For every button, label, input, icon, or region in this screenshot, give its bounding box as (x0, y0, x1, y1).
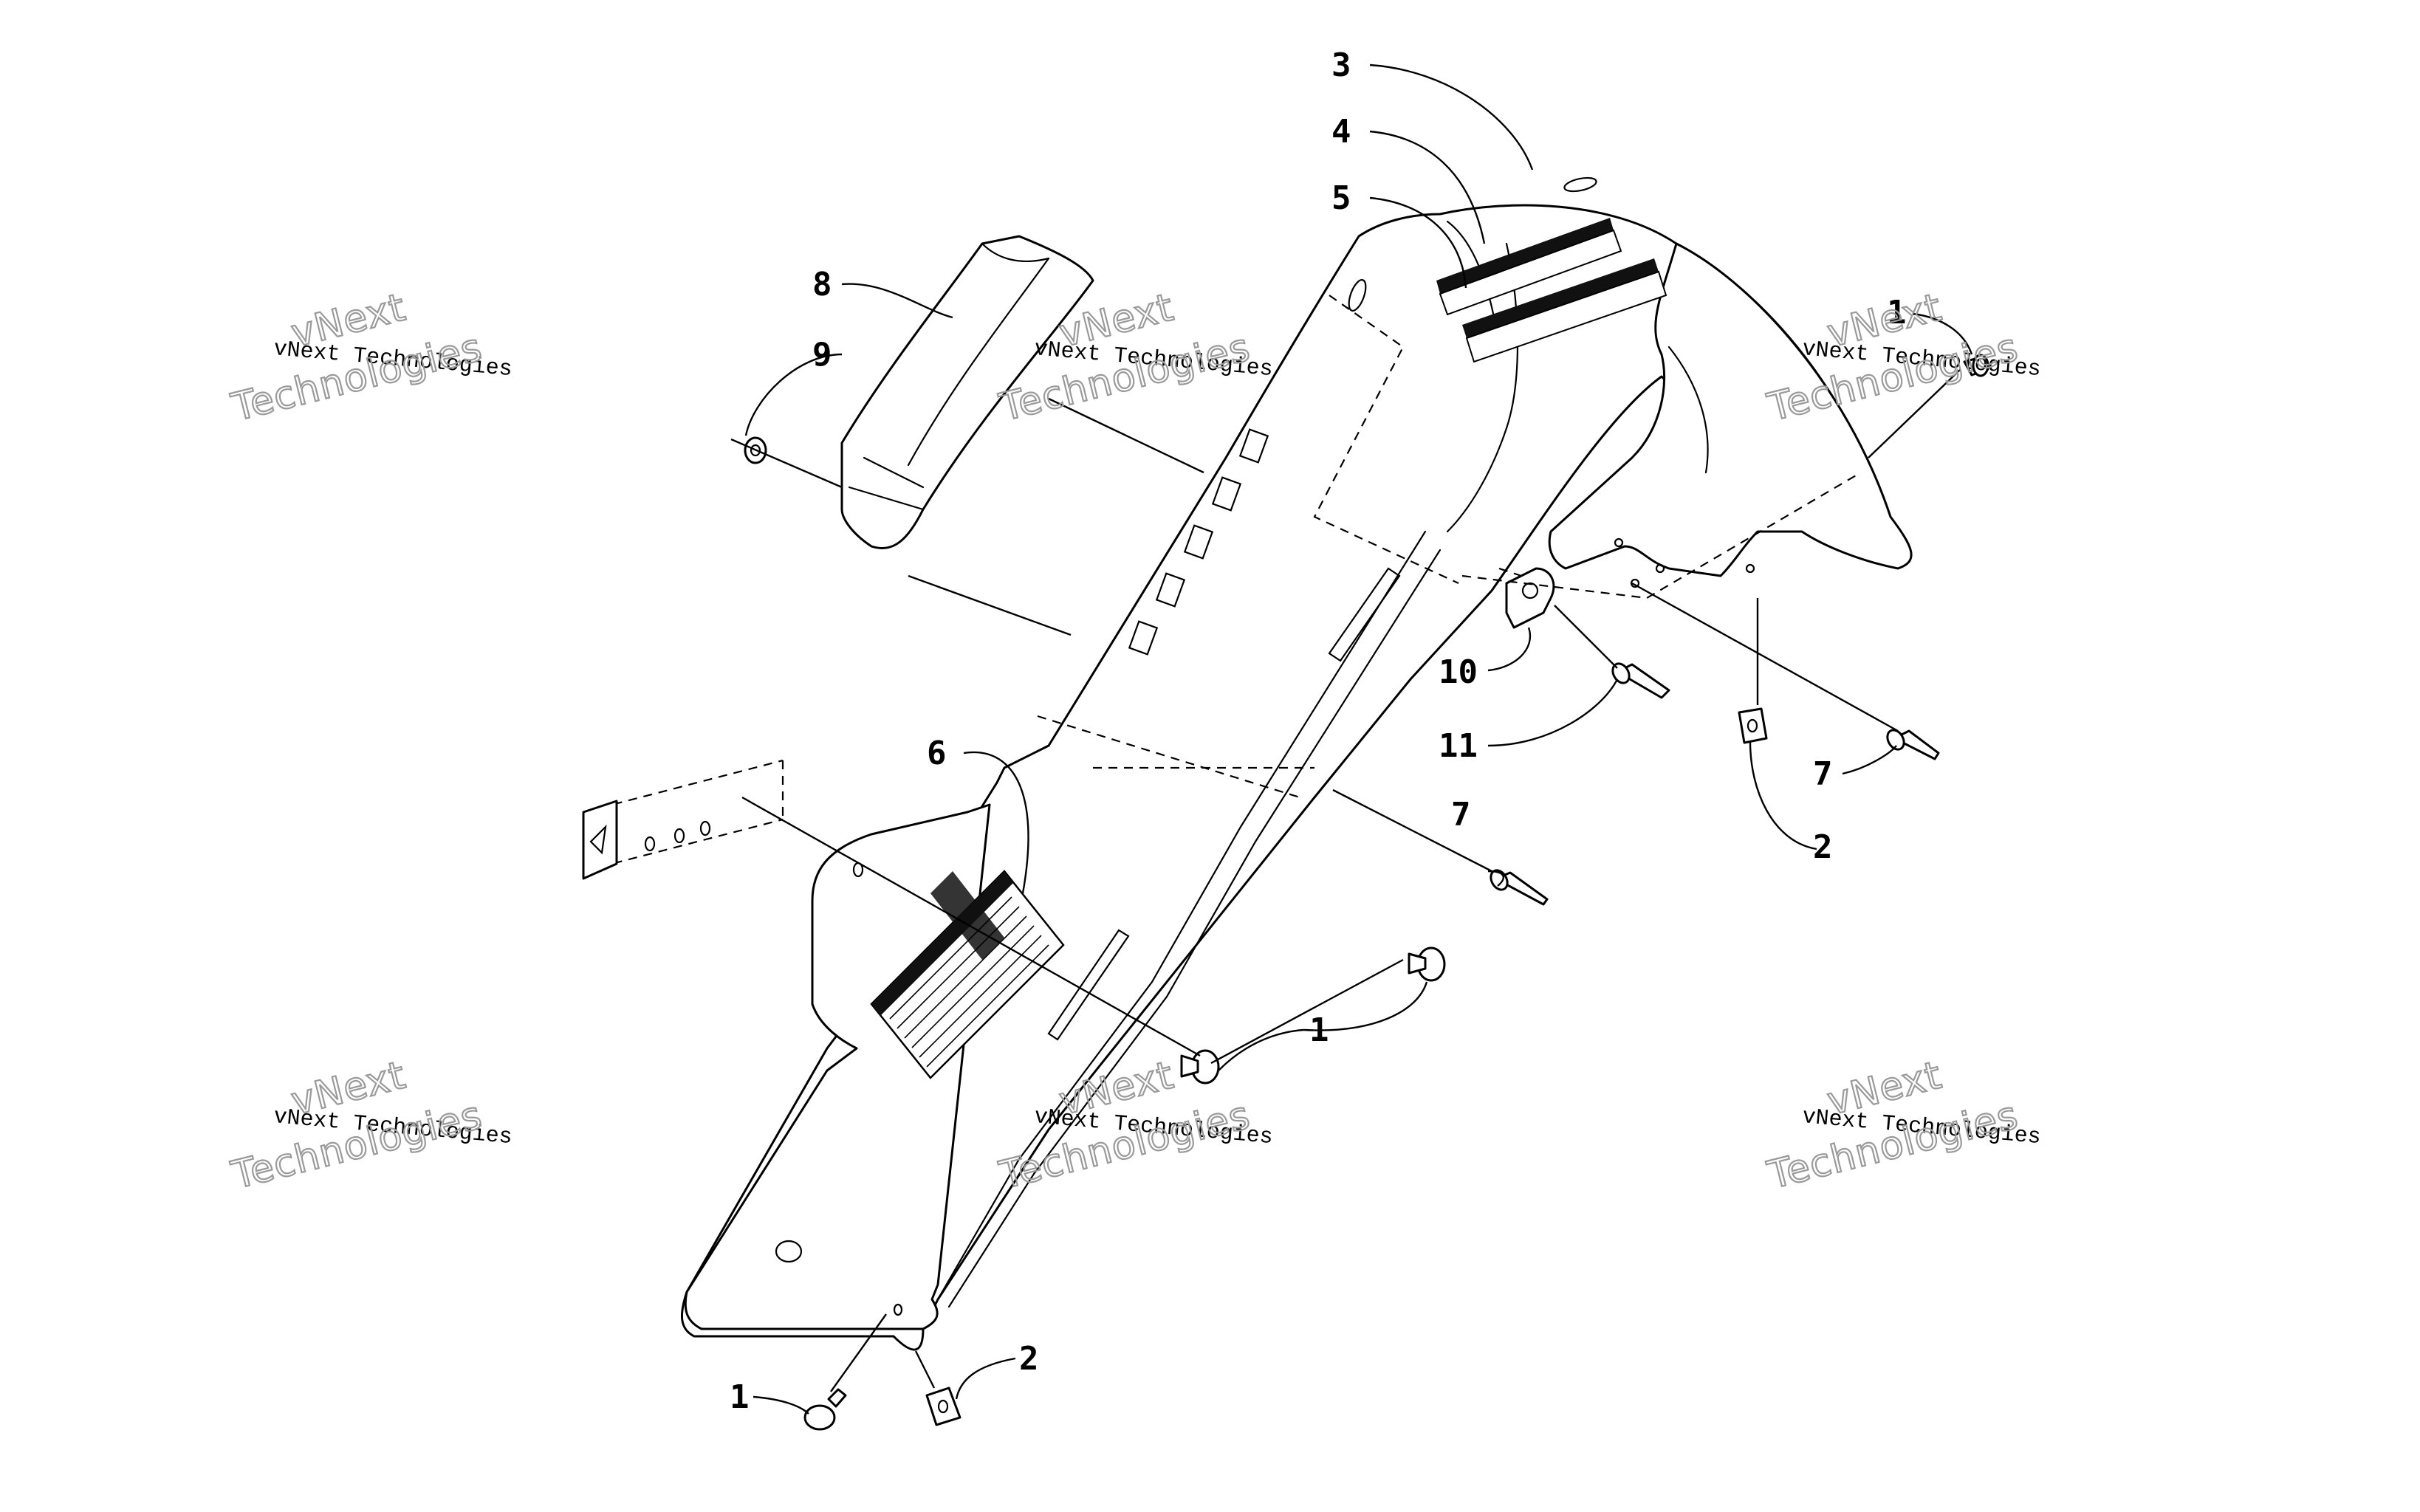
callout-4: 4 (1331, 113, 1351, 151)
callout-2-bottom: 2 (1019, 1340, 1039, 1378)
callout-7-middle: 7 (1451, 796, 1471, 834)
callout-5: 5 (1331, 179, 1351, 217)
callout-7-right: 7 (1813, 755, 1833, 793)
watermark-top-right: vNext Technologies vNext Technologies (1763, 284, 2042, 431)
watermark-bottom-right: vNext Technologies vNext Technologies (1763, 1052, 2042, 1199)
assembly-centerlines (730, 295, 1961, 1392)
callout-1-middle: 1 (1309, 1011, 1329, 1049)
callout-8: 8 (812, 266, 832, 303)
cushion-part-8 (840, 235, 1094, 550)
screw-part-1-middle-a (1408, 946, 1446, 982)
warning-decal-4 (1436, 218, 1622, 316)
fender-right-curl (1548, 242, 1913, 577)
guard-vent-slots (1128, 428, 1269, 656)
callout-1-top-right: 1 (1887, 294, 1907, 331)
callout-9: 9 (812, 336, 832, 374)
rivet-part-11 (1611, 662, 1670, 699)
callout-11: 11 (1439, 727, 1478, 765)
callout-leaders (744, 63, 1973, 1415)
callout-2-right: 2 (1813, 828, 1833, 866)
screw-part-1-middle-b (1180, 1049, 1220, 1085)
fender-assembly (680, 176, 1913, 1351)
screw-part-1-top-right (1963, 354, 1989, 377)
guard-left-panel (684, 803, 991, 1330)
callout-6: 6 (927, 735, 947, 772)
warning-decal-5 (1462, 258, 1667, 363)
callout-3: 3 (1331, 47, 1351, 84)
bracket-part-10 (1505, 567, 1555, 629)
clip-part-2-bottom (925, 1386, 962, 1426)
screw-part-1-bottom (803, 1388, 847, 1431)
frame-stub (582, 759, 784, 880)
washer-part-9 (744, 436, 767, 464)
callout-10: 10 (1439, 653, 1478, 691)
rivet-part-7-middle (1490, 869, 1549, 906)
safety-label-6 (870, 870, 1065, 1079)
watermark-bottom-left: vNext Technologies vNext Technologies (227, 1052, 513, 1199)
watermark-top-left: vNext Technologies vNext Technologies (227, 284, 513, 431)
clip-part-2-right (1738, 707, 1768, 744)
callout-numbers: 3 4 5 8 9 6 10 11 7 7 2 1 1 1 2 (730, 47, 1907, 1416)
rivet-part-7-right (1886, 729, 1940, 760)
callout-1-bottom: 1 (730, 1378, 750, 1416)
